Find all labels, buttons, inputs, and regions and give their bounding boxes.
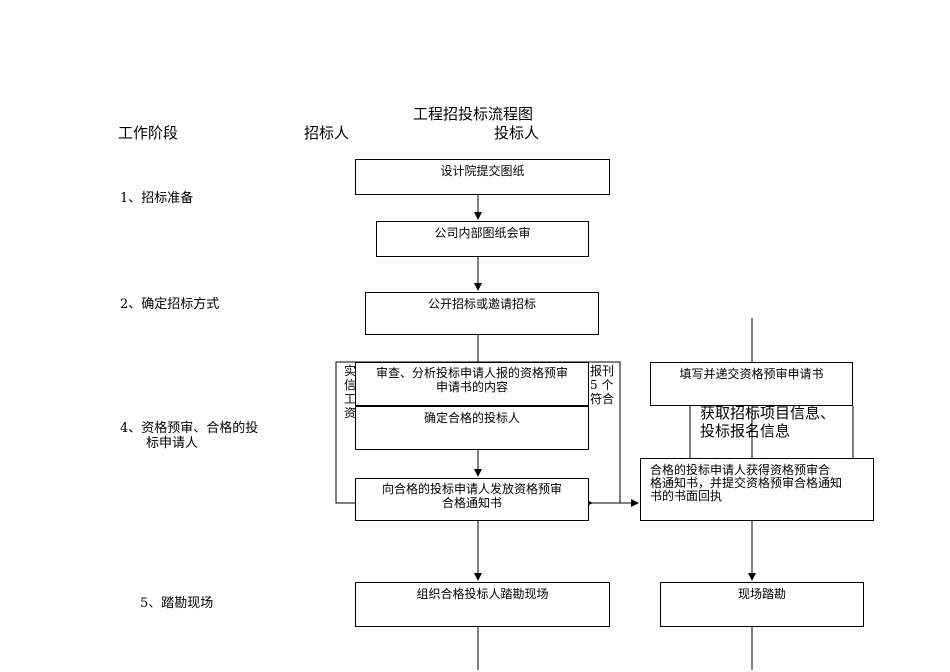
box-label-line1: 向合格的投标申请人发放资格预审 — [381, 482, 562, 496]
hidden-box-left-fragments: 实 信 工 资 — [344, 364, 356, 420]
box-review-analyze: 审查、分析投标申请人报的资格预审 申请书的内容 — [355, 362, 589, 406]
fragment: 5 个 — [590, 378, 614, 392]
fragment: 符合 — [590, 392, 615, 406]
box-receive-notice: 合格的投标申请人获得资格预审合 格通知书，并提交资格预审合格通知 书的书面回执 — [640, 458, 874, 521]
box-label: 现场踏勘 — [737, 587, 786, 601]
text-line1: 获取招标项目信息、 — [700, 404, 836, 422]
box-label: 公开招标或邀请招标 — [427, 297, 536, 311]
box-label: 公司内部图纸会审 — [434, 226, 531, 240]
box-label-line2: 格通知书，并提交资格预审合格通知 — [650, 476, 843, 490]
box-site-visit: 现场踏勘 — [660, 582, 864, 627]
box-label: 设计院提交图纸 — [440, 164, 525, 178]
box-label-line2: 申请书的内容 — [435, 380, 508, 394]
column-header-stage: 工作阶段 — [118, 124, 179, 142]
fragment: 资 — [344, 406, 357, 420]
stage-2-label: 2、确定招标方式 — [120, 297, 220, 312]
column-header-tenderer: 招标人 — [304, 124, 350, 142]
box-internal-review: 公司内部图纸会审 — [376, 221, 589, 257]
box-organize-site-visit: 组织合格投标人踏勘现场 — [355, 582, 610, 627]
box-label-line3: 书的书面回执 — [650, 489, 723, 503]
fragment: 信 — [344, 378, 357, 392]
fragment: 报刊 — [590, 364, 615, 378]
box-label: 组织合格投标人踏勘现场 — [416, 587, 549, 601]
box-label-line1: 审查、分析投标申请人报的资格预审 — [375, 366, 568, 380]
hidden-box-right-fragments: 报刊 5 个 符合 — [590, 364, 614, 406]
box-design-drawings: 设计院提交图纸 — [355, 159, 610, 195]
fragment: 工 — [344, 392, 357, 406]
box-fill-submit-application: 填写并递交资格预审申请书 — [650, 362, 853, 406]
text-get-info: 获取招标项目信息、 投标报名信息 — [700, 404, 835, 440]
box-label: 填写并递交资格预审申请书 — [679, 367, 824, 381]
box-label-line1: 合格的投标申请人获得资格预审合 — [650, 463, 831, 477]
box-label-line2: 合格通知书 — [441, 496, 502, 510]
stage-4-label-line2: 标申请人 — [146, 436, 199, 451]
box-open-or-invite-tender: 公开招标或邀请招标 — [365, 292, 599, 335]
box-confirm-qualified: 确定合格的投标人 — [355, 406, 589, 450]
stage-4-label-line1: 4、资格预审、合格的投 — [120, 421, 259, 436]
column-header-bidder: 投标人 — [494, 124, 540, 142]
box-issue-notice: 向合格的投标申请人发放资格预审 合格通知书 — [355, 478, 589, 521]
stage-1-label: 1、招标准备 — [120, 191, 194, 206]
box-label: 确定合格的投标人 — [423, 411, 520, 425]
stage-5-label: 5、踏勘现场 — [140, 596, 214, 611]
fragment: 实 — [344, 364, 357, 378]
diagram-title: 工程招投标流程图 — [413, 105, 534, 123]
text-line2: 投标报名信息 — [700, 422, 791, 440]
